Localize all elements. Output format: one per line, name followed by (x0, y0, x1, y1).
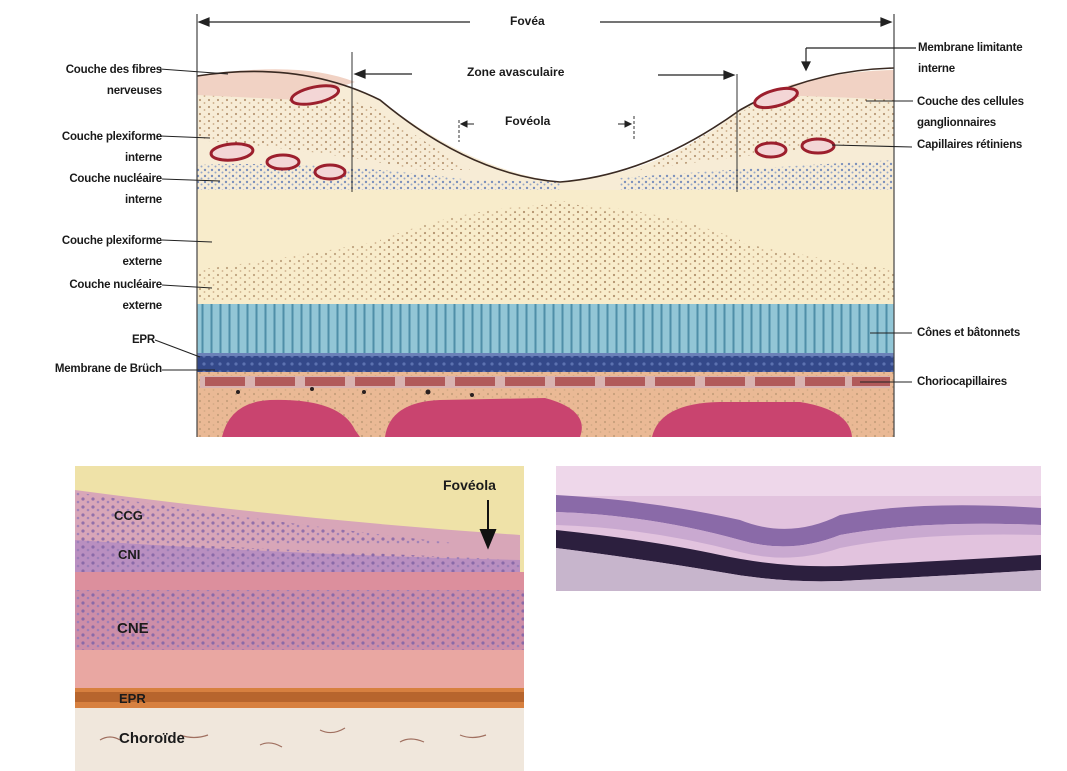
histo-label-cni: CNI (118, 547, 140, 562)
histo-label-foveola: Fovéola (443, 477, 496, 493)
choriocapillaries (200, 376, 890, 388)
histo-label-choroide: Choroïde (119, 730, 185, 747)
histo-label-cne: CNE (117, 620, 149, 637)
histo-label-epr: EPR (119, 691, 146, 706)
label-membrane-bruch: Membrane de Brüch (55, 359, 162, 380)
bruch-membrane (197, 354, 894, 372)
label-cones-batonnets: Cônes et bâtonnets (917, 323, 1020, 344)
fovea-label: Fovéa (510, 14, 545, 28)
histo-label-ccg: CCG (114, 508, 143, 523)
label-epr: EPR (132, 330, 155, 351)
histology-right (556, 466, 1041, 591)
photoreceptor-layer (197, 303, 894, 353)
label-capillaires-retiniens: Capillaires rétiniens (917, 135, 1022, 156)
limitante-arrow (802, 48, 916, 70)
fovea-arrow (199, 18, 891, 26)
foveola-label: Fovéola (505, 114, 550, 128)
schematic-diagram (197, 52, 894, 437)
zone-avasculaire-label: Zone avasculaire (467, 65, 564, 79)
label-choriocapillaires: Choriocapillaires (917, 372, 1007, 393)
